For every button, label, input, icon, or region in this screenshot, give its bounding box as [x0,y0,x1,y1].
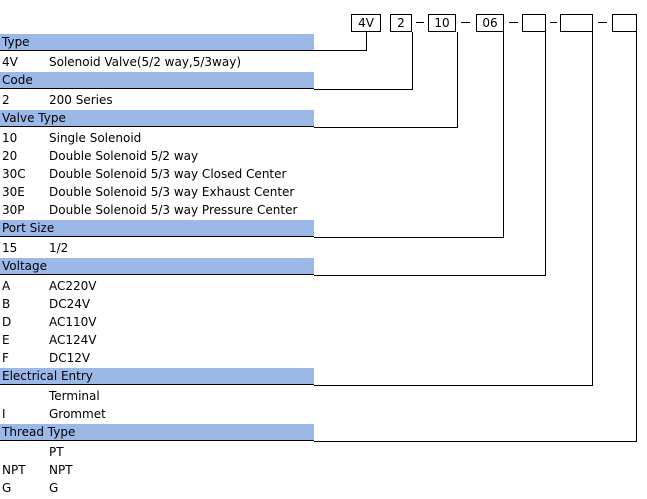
section-header-port-size: Port Size [0,220,314,237]
code-box-port-size: 06 [476,14,504,32]
row-code: 4V [2,55,18,69]
row-desc: Double Solenoid 5/3 way Exhaust Center [49,185,295,199]
code-dash [509,22,518,23]
row-desc: NPT [49,463,73,477]
row-code: 30C [2,167,26,181]
connector-voltage-h [314,275,546,276]
row-code: I [2,407,6,421]
section-header-code: Code [0,72,314,89]
row-desc: Double Solenoid 5/3 way Closed Center [49,167,287,181]
section-header-type: Type [0,34,314,51]
section-header-electrical-entry: Electrical Entry [0,368,314,385]
row-desc: Double Solenoid 5/3 way Pressure Center [49,203,298,217]
code-box-thread-type [612,14,637,32]
connector-port-size-v [503,32,504,238]
row-desc: G [49,481,59,495]
section-header-thread-type: Thread Type [0,424,314,441]
row-desc: AC110V [49,315,97,329]
code-box-valve-type: 10 [428,14,456,32]
connector-valve-type-v [457,32,458,128]
code-dash [416,22,424,23]
connector-port-size-h [314,237,504,238]
code-box-series: 4V [351,14,381,32]
code-box-code: 2 [390,14,412,32]
row-desc: AC124V [49,333,97,347]
code-dash [598,22,607,23]
row-code: 20 [2,149,18,163]
row-code: 2 [2,93,10,107]
code-dash [550,22,557,23]
row-code: NPT [2,463,26,477]
code-box-electrical-entry [560,14,593,32]
row-code: A [2,279,11,293]
row-code: D [2,315,12,329]
connector-code-h [314,89,413,90]
connector-valve-type-h [314,127,458,128]
row-code: 10 [2,131,18,145]
connector-type-v [366,32,367,50]
row-desc: PT [49,445,64,459]
connector-voltage-v [545,32,546,276]
row-desc: Single Solenoid [49,131,142,145]
row-desc: 1/2 [49,241,69,255]
row-desc: DC24V [49,297,91,311]
connector-type-h [314,50,367,51]
row-code: F [2,351,9,365]
row-desc: DC12V [49,351,91,365]
row-code: 30P [2,203,25,217]
row-desc: Grommet [49,407,106,421]
row-code: B [2,297,11,311]
row-desc: Double Solenoid 5/2 way [49,149,199,163]
row-code: G [2,481,12,495]
connector-thread-type-h [314,441,637,442]
connector-electrical-entry-v [592,32,593,386]
code-dash [461,22,470,23]
row-code: E [2,333,10,347]
row-desc: 200 Series [49,93,113,107]
row-desc: Terminal [49,389,100,403]
section-header-voltage: Voltage [0,258,314,275]
section-header-valve-type: Valve Type [0,110,314,127]
row-desc: AC220V [49,279,97,293]
connector-thread-type-v [636,32,637,442]
code-box-voltage [522,14,546,32]
connector-code-v [412,32,413,90]
row-code: 15 [2,241,18,255]
row-desc: Solenoid Valve(5/2 way,5/3way) [49,55,241,69]
connector-electrical-entry-h [314,385,593,386]
row-code: 30E [2,185,25,199]
